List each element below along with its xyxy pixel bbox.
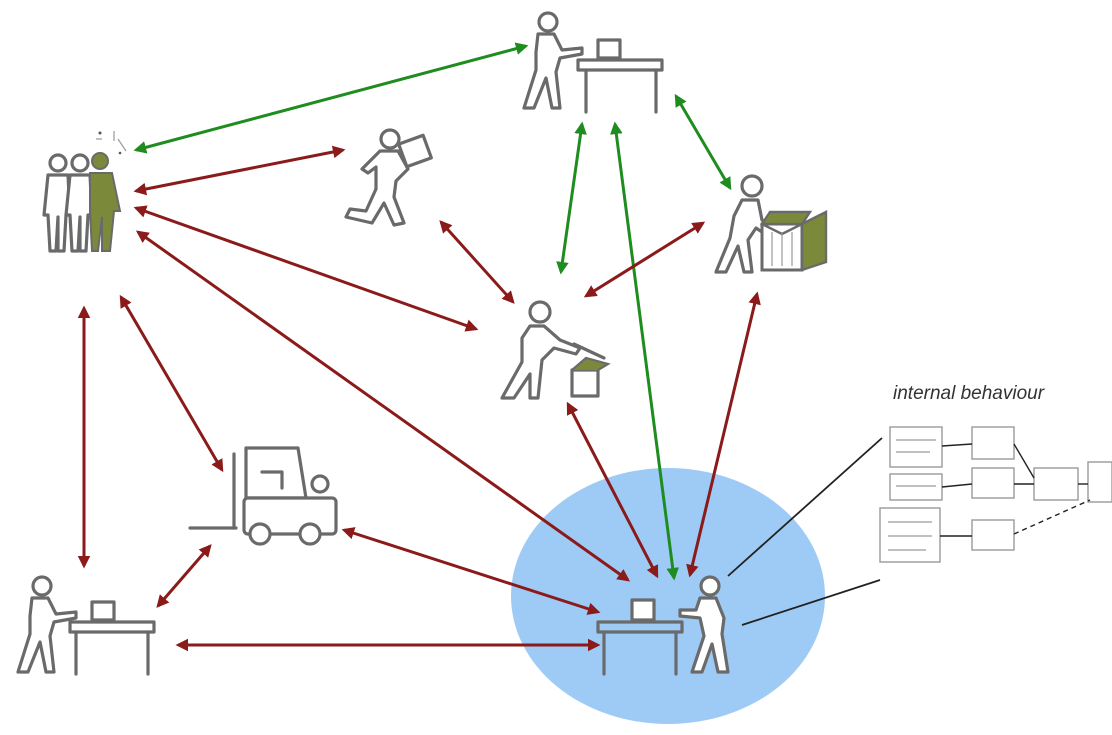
link-assembler-top-focal [610, 121, 679, 581]
link-packer-sorter [583, 221, 706, 298]
link-assembler-top-packer [674, 93, 732, 191]
link-group-focal [135, 230, 631, 582]
focal-worker-icon [596, 575, 730, 676]
focus-highlight-circle [511, 468, 825, 724]
worker-dropping-item-icon [500, 300, 611, 400]
worker-packing-box-icon [714, 174, 828, 274]
internal-behaviour-label: internal behaviour [893, 383, 1045, 404]
link-assembler-top-sorter [556, 121, 587, 275]
behaviour-connectors [727, 437, 883, 626]
link-forklift-focal [341, 527, 601, 615]
worker-at-workbench-left-icon [16, 575, 156, 676]
worker-at-workbench-top-icon [522, 11, 664, 114]
link-carrier-sorter [439, 220, 515, 304]
internal-behaviour-diagram [879, 426, 1112, 563]
forklift-icon [188, 446, 338, 546]
worker-carrying-box-icon [344, 128, 433, 227]
link-packer-focal [686, 291, 761, 578]
link-group-forklift [119, 294, 224, 473]
link-forklift-assembler-left [156, 544, 212, 608]
link-group-carrier [133, 145, 346, 196]
link-group-assembler-top [133, 42, 529, 154]
music-notes-icon [96, 131, 127, 155]
link-sorter-focal [566, 401, 659, 579]
green-links [133, 42, 732, 581]
red-links [77, 145, 761, 652]
group-of-people-icon [42, 131, 127, 253]
